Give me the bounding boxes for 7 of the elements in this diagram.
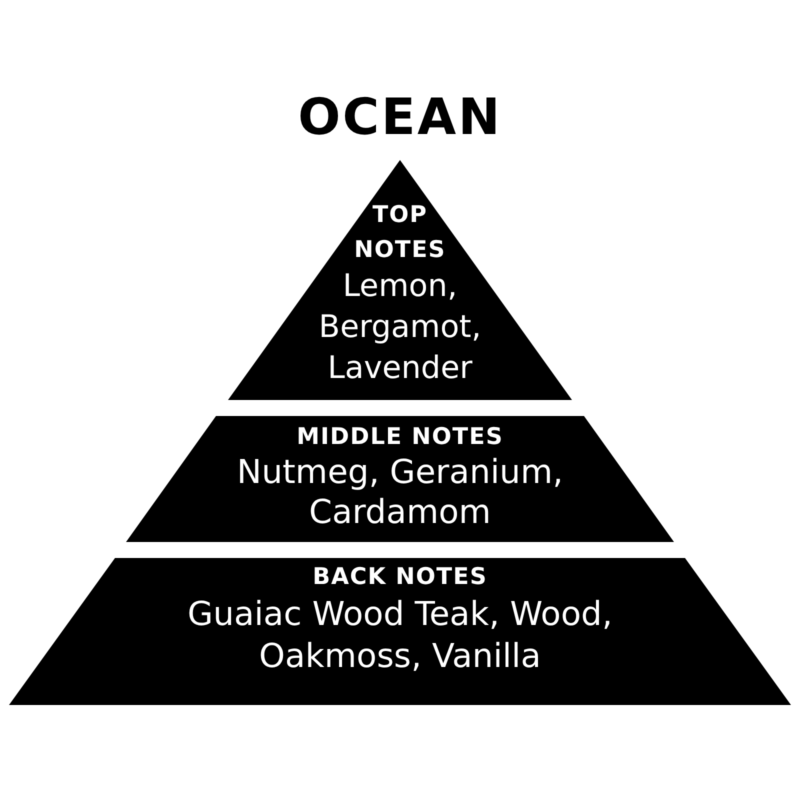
notes-text: Nutmeg, Geranium, Cardamom <box>236 452 564 532</box>
tier-heading: TOP NOTES <box>353 201 447 265</box>
title: OCEAN <box>298 87 502 148</box>
tier-heading: BACK NOTES <box>312 563 488 592</box>
notes-text: Lemon, Bergamot, Lavender <box>318 267 482 388</box>
notes-text: Guaiac Wood Teak, Wood, Oakmoss, Vanilla <box>186 593 614 677</box>
tier-heading: MIDDLE NOTES <box>296 423 504 452</box>
